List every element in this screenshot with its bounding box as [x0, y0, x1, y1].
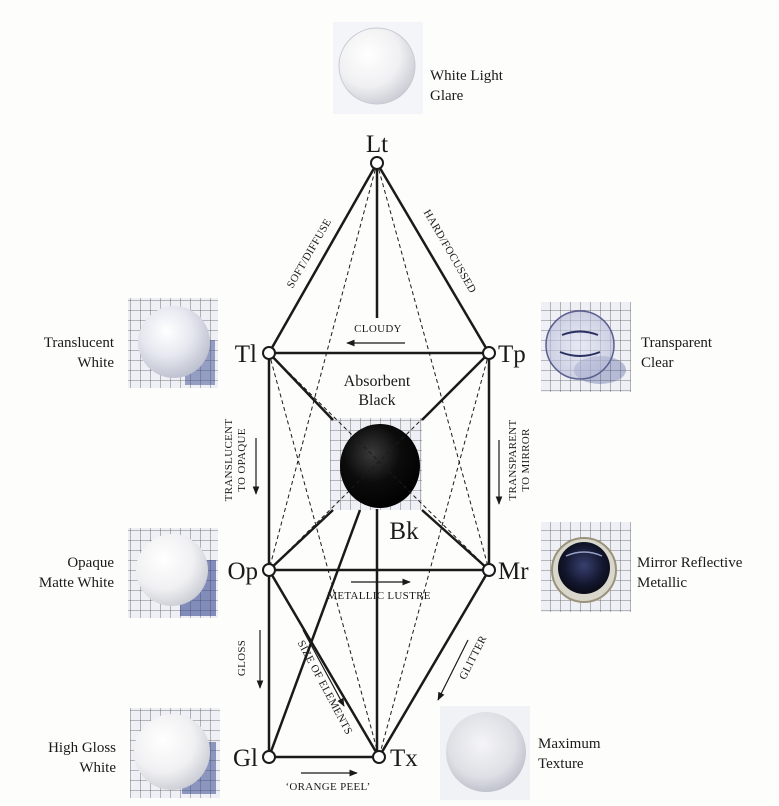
mirror-label-1: Mirror Reflective: [637, 555, 743, 571]
transparent-label-2: Clear: [641, 355, 673, 371]
white-light-label-2: Glare: [430, 88, 464, 104]
texture-label-2: Texture: [538, 756, 584, 772]
high-gloss-label-1: High Gloss: [48, 740, 116, 756]
label-cloudy: CLOUDY: [354, 323, 402, 335]
high-gloss-label-2: White: [79, 760, 116, 776]
label-gloss: GLOSS: [236, 640, 248, 676]
node-tp-dot: [482, 346, 496, 360]
node-lt-dot: [370, 156, 384, 170]
node-mr: Mr: [498, 558, 529, 585]
opaque-label-1: Opaque: [67, 555, 114, 571]
translucent-label-2: White: [77, 355, 114, 371]
node-tx: Tx: [390, 745, 418, 772]
mirror-label-2: Metallic: [637, 575, 687, 591]
absorbent-label-2: Black: [358, 392, 395, 409]
sample-texture-tile: [440, 706, 530, 800]
node-op: Op: [227, 558, 258, 585]
node-tp: Tp: [498, 341, 526, 368]
sample-translucent-tile: [128, 298, 218, 388]
white-light-label-1: White Light: [430, 68, 504, 84]
sample-absorbent-tile: [330, 418, 422, 510]
label-transparent: TRANSPARENT: [507, 419, 519, 500]
node-tl-dot: [262, 346, 276, 360]
node-gl-dot: [262, 750, 276, 764]
node-mr-dot: [482, 563, 496, 577]
label-to-mirror: TO MIRROR: [520, 428, 532, 492]
label-to-opaque: TO OPAQUE: [236, 428, 248, 492]
opaque-label-2: Matte White: [39, 575, 114, 591]
sample-mirror-tile: [541, 522, 631, 612]
node-gl: Gl: [233, 745, 258, 772]
label-orange-peel: ‘ORANGE PEEL’: [285, 781, 370, 793]
translucent-label-1: Translucent: [44, 335, 115, 351]
sample-opaque-tile: [128, 528, 218, 618]
diagram-arrows: [252, 339, 503, 777]
texture-label-1: Maximum: [538, 736, 601, 752]
sample-high-gloss-tile: [130, 708, 220, 798]
absorbent-label-1: Absorbent: [344, 373, 411, 390]
node-bk: Bk: [389, 518, 419, 545]
diagram-nodes: [262, 156, 496, 764]
node-tx-dot: [372, 750, 386, 764]
label-metallic-lustre: METALLIC LUSTRE: [327, 590, 431, 602]
node-op-dot: [262, 563, 276, 577]
label-translucent: TRANSLUCENT: [223, 419, 235, 502]
label-glitter: GLITTER: [457, 633, 490, 681]
diagram-edges: [267, 162, 491, 759]
transparent-label-1: Transparent: [641, 335, 713, 351]
node-tl: Tl: [235, 341, 257, 368]
sample-transparent-tile: [541, 302, 631, 392]
sample-white-light-tile: [333, 22, 423, 114]
label-size-of-elements: SIZE OF ELEMENTS: [295, 638, 355, 736]
node-lt: Lt: [366, 131, 388, 158]
